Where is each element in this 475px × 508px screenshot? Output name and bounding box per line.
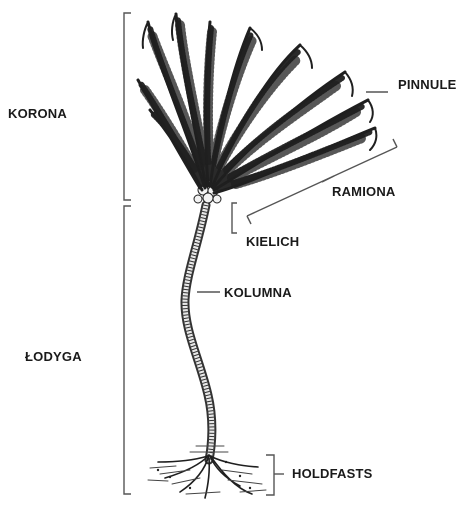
label-lodyga: ŁODYGA — [25, 349, 82, 364]
label-pinnule: PINNULE — [398, 77, 457, 92]
label-korona: KORONA — [8, 106, 67, 121]
label-kolumna: KOLUMNA — [224, 285, 292, 300]
label-kielich: KIELICH — [246, 234, 299, 249]
crown-arms — [138, 14, 376, 193]
bracket-korona — [124, 13, 131, 200]
label-holdfasts: HOLDFASTS — [292, 466, 373, 481]
label-ramiona: RAMIONA — [332, 184, 396, 199]
kielich-bracket — [232, 203, 237, 233]
bracket-lodyga — [124, 206, 131, 494]
holdfasts-bracket — [266, 455, 274, 495]
stem-column — [185, 205, 212, 460]
